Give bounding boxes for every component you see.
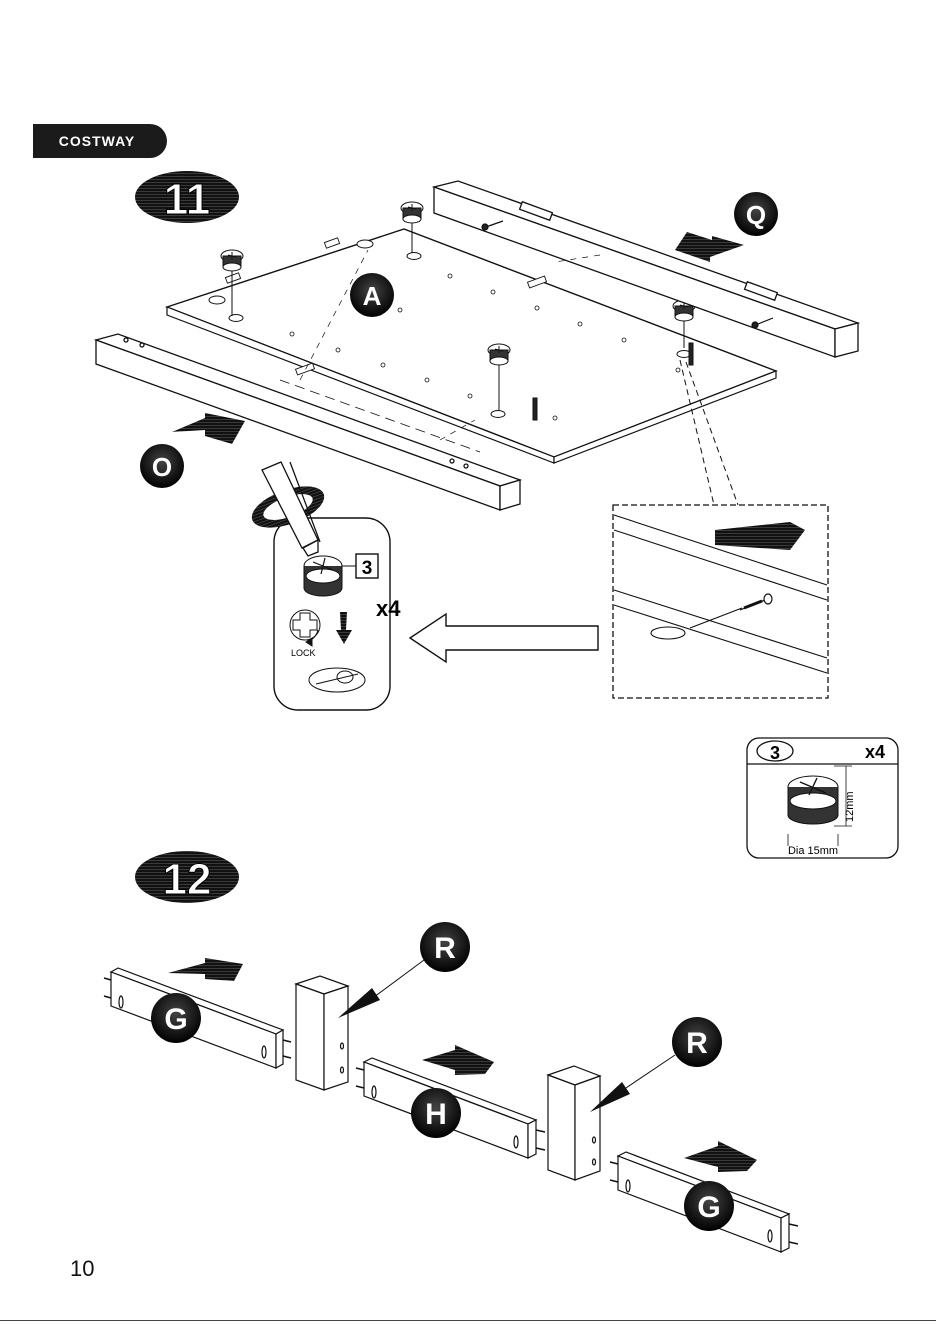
label-a: A: [363, 281, 382, 311]
page-number: 10: [70, 1256, 94, 1282]
cam-lock-side-icon: [309, 668, 365, 692]
step-number-11: 11: [164, 175, 211, 224]
arrow-g-right: [684, 1141, 757, 1172]
label-h: H: [425, 1098, 447, 1131]
callout-part-number: 3: [770, 743, 780, 763]
inset-quantity: x4: [376, 596, 401, 621]
label-g-right: G: [697, 1191, 720, 1224]
callout-diameter: Dia 15mm: [788, 845, 838, 857]
arrow-o: [172, 413, 245, 444]
screwdriver-inset: 3 x4 LOCK: [246, 462, 401, 710]
post-r-right: [548, 1066, 600, 1180]
arrow-q: [675, 232, 744, 262]
label-q: Q: [746, 200, 766, 230]
cam-lock-icon: [788, 776, 838, 824]
step-12: 12 G R: [104, 851, 798, 1252]
callout-quantity: x4: [865, 742, 885, 762]
label-o: O: [152, 452, 172, 482]
lock-label: LOCK: [291, 648, 316, 658]
label-g-left: G: [164, 1003, 187, 1036]
callout-height: 12mm: [844, 791, 856, 822]
label-r-left: R: [434, 932, 456, 965]
step-11: 11 A: [96, 171, 858, 710]
part-callout: 3 x4 12mm Dia 15mm: [747, 738, 898, 858]
page-divider: [0, 1320, 936, 1321]
zoom-detail-box: [613, 505, 828, 698]
step-number-12: 12: [163, 855, 212, 904]
label-r-right: R: [686, 1027, 708, 1060]
arrow-g-left: [168, 958, 243, 981]
post-r-left: [296, 976, 348, 1090]
inset-part-number: 3: [362, 558, 373, 579]
hollow-arrow: [410, 614, 598, 662]
arrow-h: [422, 1045, 494, 1075]
